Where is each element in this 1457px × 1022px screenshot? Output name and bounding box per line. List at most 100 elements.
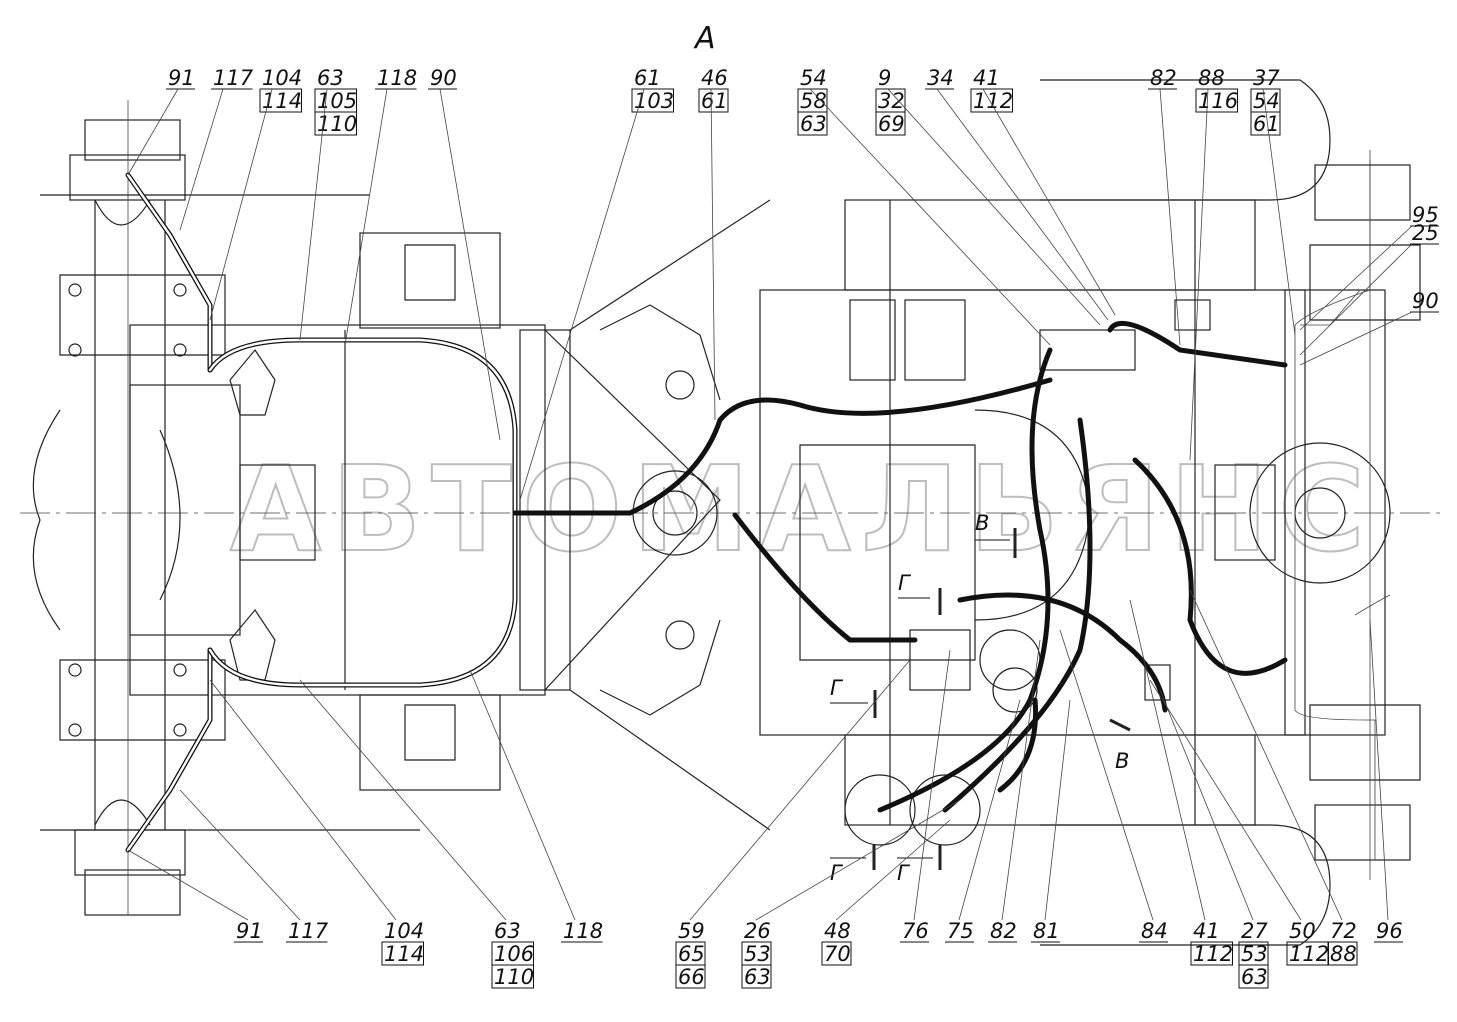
leader-bottom-16 <box>1189 589 1343 921</box>
section-mark-v-lower: В <box>1115 749 1129 773</box>
leader-top-12 <box>1159 88 1181 346</box>
callout-number: 69 <box>878 112 905 136</box>
callout-bottom-9: 75 <box>945 919 974 943</box>
callout-bottom-4: 118 <box>561 919 603 943</box>
callout-number: 81 <box>1033 919 1060 943</box>
callout-number: 63 <box>744 965 771 989</box>
leader-top-8 <box>809 88 1051 346</box>
callout-number: 27 <box>1241 919 1268 943</box>
view-label: А <box>693 21 716 56</box>
callout-number: 104 <box>262 66 302 90</box>
leader-top-11 <box>982 88 1116 316</box>
callout-number: 116 <box>1198 89 1238 113</box>
callout-number: 53 <box>1241 942 1268 966</box>
callout-number: 9 <box>878 66 891 90</box>
callout-top-4: 118 <box>375 66 417 90</box>
leader-bottom-11 <box>1044 699 1071 921</box>
callout-bottom-10: 82 <box>988 919 1017 943</box>
callout-number: 65 <box>678 942 705 966</box>
callout-number: 91 <box>168 66 195 90</box>
leader-bottom-7 <box>835 819 951 921</box>
section-mark-g-1: Г <box>898 571 912 595</box>
callout-number: 34 <box>927 66 954 90</box>
callout-right-2: 90 <box>1410 289 1439 313</box>
callout-number: 96 <box>1376 919 1403 943</box>
main-frame <box>129 232 571 791</box>
leader-bottom-0 <box>127 849 249 921</box>
callout-number: 105 <box>317 89 357 113</box>
callout-number: 26 <box>744 919 771 943</box>
callout-number: 112 <box>1289 942 1329 966</box>
leader-bottom-2 <box>209 679 397 921</box>
leader-bottom-17 <box>1369 619 1389 921</box>
callout-right-1: 25 <box>1410 221 1439 245</box>
watermark: АВТОМАЛЬЯНС <box>230 440 1375 578</box>
callout-number: 61 <box>634 66 661 90</box>
callout-number: 25 <box>1412 221 1439 245</box>
callout-number: 84 <box>1141 919 1168 943</box>
leader-top-13 <box>1189 88 1209 461</box>
callout-number: 63 <box>494 919 521 943</box>
leader-top-14 <box>1262 88 1296 336</box>
section-mark-g-4: Г <box>897 861 911 885</box>
callout-bottom-8: 76 <box>900 919 929 943</box>
leader-top-3 <box>299 88 328 341</box>
leader-bottom-3 <box>299 679 507 921</box>
callout-number: 90 <box>1412 289 1439 313</box>
callout-number: 110 <box>494 965 534 989</box>
callout-number: 54 <box>800 66 827 90</box>
leader-bottom-6 <box>755 799 961 921</box>
callout-bottom-1: 117 <box>286 919 329 943</box>
leader-top-9 <box>887 88 1101 326</box>
leader-top-10 <box>936 88 1109 321</box>
callout-number: 112 <box>973 89 1013 113</box>
callout-number: 91 <box>236 919 263 943</box>
callout-number: 117 <box>288 919 329 943</box>
callout-number: 118 <box>377 66 417 90</box>
callout-number: 90 <box>430 66 457 90</box>
callout-number: 76 <box>902 919 929 943</box>
leader-bottom-9 <box>958 699 1021 921</box>
section-mark-g-3: Г <box>830 861 844 885</box>
callout-number: 66 <box>678 965 705 989</box>
callout-top-0: 91 <box>166 66 195 90</box>
callout-bottom-12: 84 <box>1139 919 1168 943</box>
callout-number: 88 <box>1330 942 1357 966</box>
leader-right-0 <box>1299 225 1413 331</box>
callout-number: 70 <box>824 942 851 966</box>
callout-number: 114 <box>384 942 424 966</box>
callout-number: 118 <box>563 919 603 943</box>
callout-number: 41 <box>973 66 1000 90</box>
leader-top-2 <box>209 88 273 321</box>
leader-right-2 <box>1299 311 1413 366</box>
leader-bottom-1 <box>179 789 301 921</box>
callout-number: 48 <box>824 919 851 943</box>
callout-top-5: 90 <box>428 66 457 90</box>
leader-bottom-15 <box>1149 679 1302 921</box>
callout-number: 75 <box>947 919 974 943</box>
callout-bottom-0: 91 <box>234 919 263 943</box>
callout-number: 46 <box>701 66 728 90</box>
front-axle-assembly <box>20 100 1440 916</box>
callout-number: 104 <box>384 919 424 943</box>
leader-right-1 <box>1299 243 1413 356</box>
callout-number: 50 <box>1289 919 1316 943</box>
callout-top-12: 82 <box>1148 66 1177 90</box>
leader-bottom-14 <box>1159 689 1254 921</box>
callout-number: 61 <box>701 89 728 113</box>
callout-number: 82 <box>1150 66 1177 90</box>
callout-number: 95 <box>1412 203 1439 227</box>
callout-number: 110 <box>317 112 357 136</box>
